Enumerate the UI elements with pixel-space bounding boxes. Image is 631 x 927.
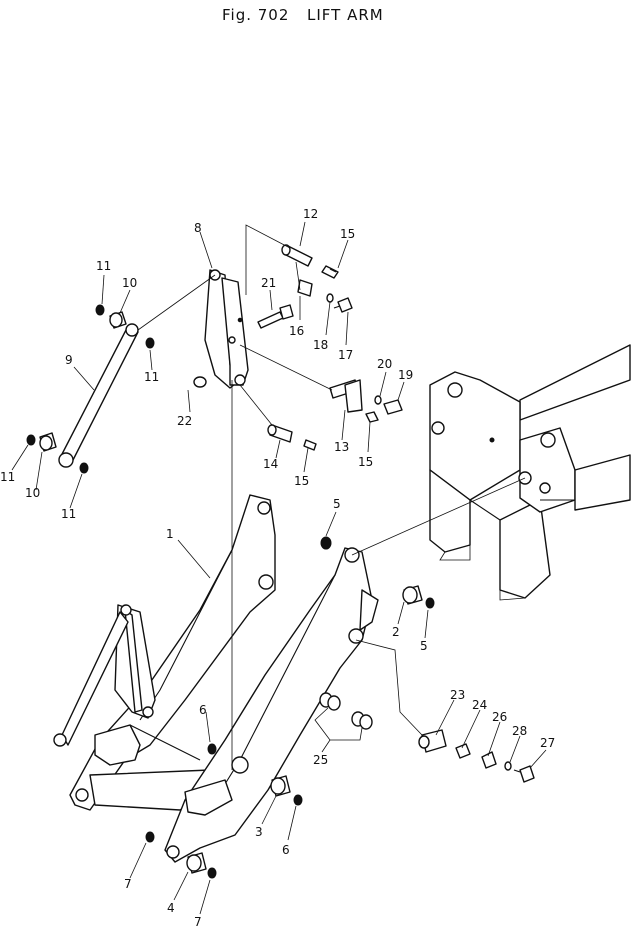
pin-23 <box>418 729 447 753</box>
bushing-10-top <box>109 311 127 329</box>
callout-13: 13 <box>334 440 349 454</box>
callout-15-top: 15 <box>340 227 355 241</box>
callout-11-top-right: 11 <box>144 370 159 384</box>
callout-14: 14 <box>263 457 278 471</box>
bushing-4 <box>186 852 207 874</box>
spring-26 <box>481 751 497 769</box>
callout-7-right: 7 <box>194 915 202 927</box>
pin-13 <box>329 379 363 413</box>
callout-26: 26 <box>492 710 507 724</box>
bolt-17 <box>333 297 353 313</box>
washer-18 <box>326 293 334 303</box>
callout-16: 16 <box>289 324 304 338</box>
seal-5-top <box>320 536 332 550</box>
seal-7-right <box>207 867 217 879</box>
bell-crank-lower <box>53 604 156 747</box>
callout-27: 27 <box>540 736 555 750</box>
leader-lines <box>11 221 547 915</box>
callout-18: 18 <box>313 338 328 352</box>
link-rod <box>58 323 139 468</box>
callout-20: 20 <box>377 357 392 371</box>
seal-11-bottom-right <box>79 462 89 474</box>
seal-11-top-left <box>95 304 105 316</box>
callout-21: 21 <box>261 276 276 290</box>
callout-5-right: 5 <box>420 639 428 653</box>
seal-11-top-right <box>145 337 155 349</box>
bushing-3 <box>270 775 291 797</box>
callout-11-bottom-right: 11 <box>61 507 76 521</box>
callout-11-bottom-left: 11 <box>0 470 15 484</box>
callout-2: 2 <box>392 625 400 639</box>
bolt-27 <box>513 765 535 783</box>
callout-3: 3 <box>255 825 263 839</box>
bushing-2 <box>402 585 423 605</box>
figure-number: Fig. 702 <box>222 6 289 24</box>
reference-lines <box>137 224 526 770</box>
callout-labels: 1 2 3 4 5 5 5 6 6 7 7 8 9 10 10 11 11 11… <box>0 207 555 927</box>
callout-15-bottom: 15 <box>294 474 309 488</box>
bolt-15-lower <box>303 439 317 451</box>
callout-6-right: 6 <box>282 843 290 857</box>
loader-frame <box>429 344 631 601</box>
bolt-15-upper <box>321 265 339 279</box>
nut-22 <box>193 376 207 388</box>
callout-5-top: 5 <box>333 497 341 511</box>
callout-11-top-left: 11 <box>96 259 111 273</box>
callout-1: 1 <box>166 527 174 541</box>
cross-tube <box>89 724 216 811</box>
callout-10-bottom: 10 <box>25 486 40 500</box>
washer-28 <box>504 761 512 771</box>
callout-4: 4 <box>167 901 175 915</box>
callout-17: 17 <box>338 348 353 362</box>
callout-10-top: 10 <box>122 276 137 290</box>
figure-title: LIFT ARM <box>307 6 384 24</box>
seal-7-left <box>145 831 155 843</box>
bell-crank-upper <box>204 269 249 389</box>
pin-12 <box>281 244 313 267</box>
bushing-set-25 <box>319 692 373 730</box>
seal-5-right <box>425 597 435 609</box>
callout-22: 22 <box>177 414 192 428</box>
callout-6-left: 6 <box>199 703 207 717</box>
bolt-19 <box>383 399 403 415</box>
callout-8: 8 <box>194 221 202 235</box>
callout-23: 23 <box>450 688 465 702</box>
callout-25: 25 <box>313 753 328 767</box>
lift-arm-front <box>164 547 379 863</box>
callout-9: 9 <box>65 353 73 367</box>
callout-15-mid: 15 <box>358 455 373 469</box>
callout-7-left: 7 <box>124 877 132 891</box>
bushing-10-bottom <box>39 432 57 452</box>
seal-6-left <box>207 743 217 755</box>
callout-19: 19 <box>398 368 413 382</box>
bolt-15-mid <box>365 411 379 423</box>
callout-12: 12 <box>303 207 318 221</box>
callout-24: 24 <box>472 698 487 712</box>
bolt-24 <box>455 743 471 759</box>
bolt-21 <box>257 304 294 329</box>
pin-14 <box>267 424 293 443</box>
seal-6-right <box>293 794 303 806</box>
seal-11-bottom-left <box>26 434 36 446</box>
washer-20 <box>374 395 382 405</box>
callout-28: 28 <box>512 724 527 738</box>
plate-16 <box>297 279 313 297</box>
